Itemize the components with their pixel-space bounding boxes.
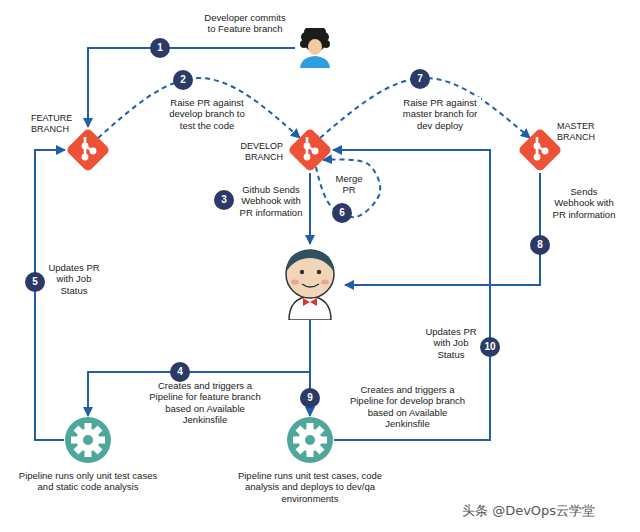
git-dot bbox=[304, 143, 311, 150]
git-dot bbox=[534, 143, 541, 150]
icon-group bbox=[287, 127, 332, 172]
callout-number: 3 bbox=[214, 190, 234, 210]
edge-label: Creates and triggers a Pipeline for deve… bbox=[345, 384, 470, 430]
gear-hole bbox=[305, 435, 315, 445]
git-node: MASTER BRANCH bbox=[517, 127, 563, 173]
flow-connector bbox=[98, 78, 300, 138]
git-dot bbox=[304, 154, 311, 161]
gear-node: Pipeline runs unit test cases, code anal… bbox=[286, 416, 334, 464]
git-dot bbox=[82, 143, 89, 150]
gear-disc bbox=[65, 417, 111, 463]
edge-label: Raise PR against master branch for dev d… bbox=[399, 97, 481, 131]
branch-name: DEVELOP BRANCH bbox=[233, 141, 283, 163]
gear-icon bbox=[286, 416, 334, 464]
edge-label: Updates PR with Job Status bbox=[420, 326, 482, 360]
gear-body bbox=[299, 429, 322, 452]
jenkins-smile bbox=[302, 284, 319, 287]
edge-label: Raise PR against develop branch to test … bbox=[166, 97, 248, 131]
jenkins-cheek bbox=[291, 280, 299, 285]
git-node: DEVELOP BRANCH bbox=[287, 127, 333, 173]
jenkins-node bbox=[275, 244, 345, 320]
branch-name: MASTER BRANCH bbox=[557, 121, 607, 143]
shoulders bbox=[300, 56, 330, 68]
git-dot bbox=[534, 154, 541, 161]
icon-group bbox=[287, 417, 333, 463]
jenkins-hair bbox=[286, 250, 334, 272]
git-dot bbox=[312, 148, 319, 155]
icon-group bbox=[65, 417, 111, 463]
git-dot bbox=[90, 148, 97, 155]
icon-group bbox=[517, 127, 562, 172]
person-node bbox=[295, 28, 335, 68]
git-dot bbox=[82, 154, 89, 161]
hair-curl bbox=[300, 40, 308, 48]
callout-number: 2 bbox=[173, 70, 193, 90]
person-icon bbox=[295, 28, 335, 68]
callout-number: 6 bbox=[332, 203, 352, 223]
icon-group bbox=[286, 250, 334, 320]
git-icon bbox=[287, 127, 333, 173]
edge-label: Sends Webhook with PR information bbox=[550, 186, 618, 220]
git-icon bbox=[65, 127, 111, 173]
gear-disc bbox=[287, 417, 333, 463]
jenkins-eye bbox=[317, 270, 321, 274]
pipeline-note: Pipeline runs unit test cases, code anal… bbox=[225, 470, 395, 504]
jenkins-icon bbox=[275, 244, 345, 320]
jenkins-shirt bbox=[289, 296, 331, 320]
edge-label: Github Sends Webhook with PR information bbox=[238, 184, 304, 218]
git-diamond bbox=[287, 127, 332, 172]
git-icon bbox=[517, 127, 563, 173]
git-dot bbox=[542, 148, 549, 155]
jenkins-cheek bbox=[321, 280, 329, 285]
callout-number: 5 bbox=[25, 272, 45, 292]
gear-hole bbox=[83, 435, 93, 445]
pipeline-note: Pipeline runs only unit test cases and s… bbox=[13, 470, 163, 493]
jenkins-eye bbox=[300, 270, 304, 274]
git-diamond bbox=[65, 127, 110, 172]
gear-body bbox=[77, 429, 100, 452]
flow-connector bbox=[345, 173, 540, 285]
callout-number: 9 bbox=[300, 388, 320, 408]
watermark: 头条 @DevOps云学堂 bbox=[462, 502, 595, 520]
jenkins-head bbox=[286, 250, 334, 298]
edge-label: Merge PR bbox=[334, 173, 364, 196]
git-node: FEATURE BRANCH bbox=[65, 127, 111, 173]
flow-connector bbox=[309, 173, 311, 244]
hair-curl bbox=[310, 28, 320, 35]
git-diamond bbox=[517, 127, 562, 172]
callout-number: 4 bbox=[170, 362, 190, 382]
gear-node: Pipeline runs only unit test cases and s… bbox=[64, 416, 112, 464]
edge-label: Creates and triggers a Pipeline for feat… bbox=[142, 380, 268, 426]
face bbox=[308, 39, 322, 55]
edge-label: Updates PR with Job Status bbox=[44, 262, 104, 296]
callout-number: 8 bbox=[530, 235, 550, 255]
jenkins-bowtie bbox=[303, 298, 317, 306]
icon-group bbox=[300, 28, 330, 68]
edge-label: Developer commits to Feature branch bbox=[200, 12, 290, 35]
gear-icon bbox=[64, 416, 112, 464]
icon-group bbox=[65, 127, 110, 172]
callout-number: 1 bbox=[150, 38, 170, 58]
branch-name: FEATURE BRANCH bbox=[31, 113, 79, 135]
hair-curl bbox=[322, 40, 330, 48]
callout-number: 10 bbox=[480, 337, 500, 357]
flow-connector bbox=[333, 150, 490, 440]
callout-number: 7 bbox=[410, 69, 430, 89]
